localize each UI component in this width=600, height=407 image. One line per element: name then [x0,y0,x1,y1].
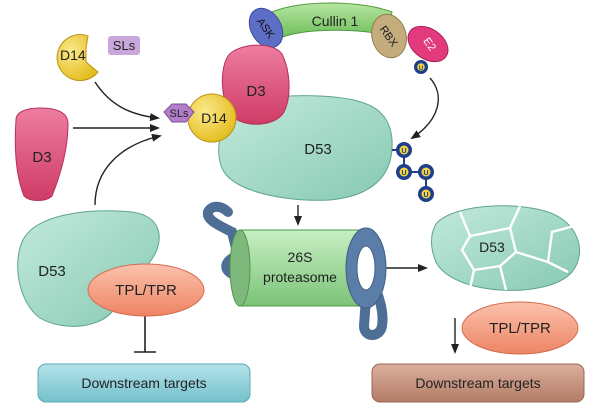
d53-degraded: D53 [431,205,581,291]
d53-protein-left: D53 [17,210,160,327]
svg-text:U: U [419,66,423,72]
downstream-left-label: Downstream targets [81,375,206,391]
tpl-tpr-left: TPL/TPR [87,263,205,317]
d3-center-label: D3 [246,83,265,100]
d14-receptor-top: D14 [56,34,99,82]
d53-center-label: D53 [304,141,332,158]
inhibition-symbol [134,316,156,353]
d3-left-label: D3 [32,149,51,166]
svg-text:U: U [401,170,406,177]
svg-text:U: U [423,192,428,199]
arrow-d14-to-complex [94,81,160,122]
tpl-left-label: TPL/TPR [115,282,177,299]
fracture-lines [458,205,575,291]
sls-center-label: SLs [170,108,189,120]
rbx-protein: RBX [371,13,407,59]
d53-degraded-label: D53 [479,239,505,255]
svg-text:U: U [401,148,406,155]
d53-left-label: D53 [38,263,66,280]
proteasome-26s: 26S proteasome [202,201,388,340]
ubiquitin-3: U [418,164,434,180]
ubiquitin-on-e2: U [414,60,428,74]
d14-center-label: D14 [201,110,227,126]
sls-molecule-center: SLs [163,103,195,123]
cullin1-label: Cullin 1 [312,13,359,29]
tpl-right-label: TPL/TPR [489,320,551,337]
downstream-targets-left: Downstream targets [37,363,251,403]
svg-text:U: U [423,170,428,177]
ubiquitin-2: U [396,164,412,180]
arrow-d53-to-complex [94,133,162,206]
d14-top-label: D14 [60,47,86,63]
tpl-tpr-right: TPL/TPR [461,301,579,355]
d14-receptor-center: D14 [187,93,237,143]
downstream-right-label: Downstream targets [415,375,540,391]
polyubiquitin-chain: U U U U [392,142,434,202]
arrow-e2-to-ubiquitin [410,77,439,140]
ubiquitin-1: U [396,142,412,158]
arrows [73,77,459,354]
sls-top-label: SLs [113,38,136,53]
sls-molecule-top: SLs [108,36,140,55]
proteasome-label-line2: proteasome [263,269,337,285]
downstream-targets-right: Downstream targets [371,363,585,403]
d3-protein-left: D3 [14,107,69,201]
ask-protein: ASK [248,7,284,49]
e2-enzyme: E2 [407,25,449,63]
cullin1-scaffold: Cullin 1 [271,2,393,39]
ubiquitin-4: U [418,186,434,202]
proteasome-label-line1: 26S [288,249,313,265]
